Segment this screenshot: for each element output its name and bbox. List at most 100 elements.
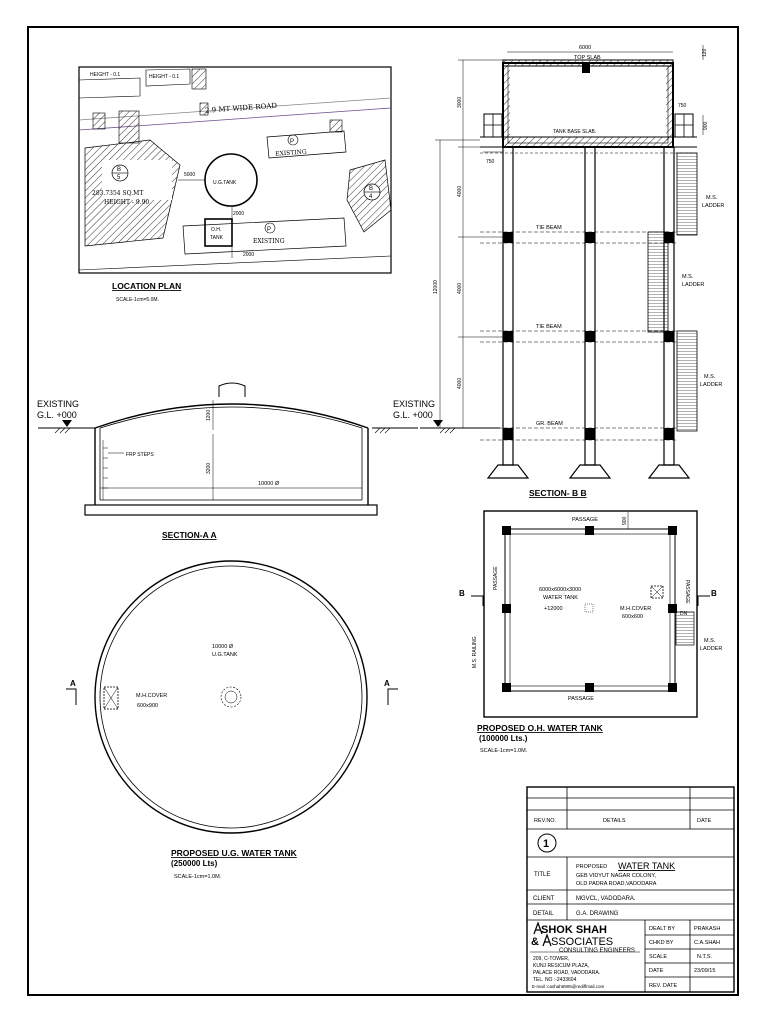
tb-firm-2: SSOCIATES xyxy=(551,936,613,948)
sbb-dim-12000: 12000 xyxy=(433,280,439,294)
ugp-tank: U.G.TANK xyxy=(212,652,238,658)
saa-dim-1200: 1200 xyxy=(206,410,212,421)
tb-addr-2: KUNJ RESICUM PLAZA, xyxy=(533,963,589,969)
tb-date-value: 23/09/15 xyxy=(694,968,715,974)
ohp-passage-left: PASSAGE xyxy=(493,566,499,590)
tb-dealt-by-label: DEALT BY xyxy=(649,926,675,932)
lp-dim-5000: 5000 xyxy=(184,172,195,178)
sbb-dim-4000c: 4000 xyxy=(457,378,463,389)
lp-bubble-left-bottom: 5 xyxy=(117,175,121,181)
oh-plan-title: PROPOSED O.H. WATER TANK xyxy=(477,723,604,733)
ohp-ms-railing: M.S. RAILING xyxy=(472,636,478,668)
tb-addr-1: 209, C-TOWER, xyxy=(533,956,569,962)
sheet-border xyxy=(27,26,739,996)
sbb-gl: G.L. +000 xyxy=(393,410,433,420)
ohp-b-left: B xyxy=(459,589,465,598)
ugp-mh-size: 600x900 xyxy=(137,703,158,709)
tb-detail-label: DETAIL xyxy=(533,911,554,917)
tb-detail: G.A. DRAWING xyxy=(576,911,619,917)
sbb-dim-750b: 750 xyxy=(486,159,495,165)
ug-tank-dome xyxy=(94,403,369,429)
oh-plan-scale: SCALE-1cm=1.0M. xyxy=(480,748,528,754)
tb-client-label: CLIENT xyxy=(533,896,555,902)
tb-rev-date-label: REV. DATE xyxy=(649,983,677,989)
tb-date: DATE xyxy=(697,818,712,824)
lp-height-c: HEIGHT - 9.90 xyxy=(104,199,149,206)
sbb-top-slab: TOP SLAB xyxy=(574,55,601,61)
lp-p-top: P xyxy=(290,139,294,145)
location-plan xyxy=(78,66,392,274)
tb-addr-5: E-mail :cashah6905@rediffmail.com xyxy=(532,984,605,989)
sbb-dim-4000a: 4000 xyxy=(457,186,463,197)
lp-dim-2000a: 2000 xyxy=(233,211,244,217)
sbb-tank-base-slab: TANK BASE SLAB. xyxy=(553,129,596,135)
ugp-mh-cover: M.H.COVER xyxy=(136,693,167,699)
oh-tank-plan xyxy=(471,510,710,718)
ohp-dim-900: 900 xyxy=(622,516,628,525)
ug-tank-plan xyxy=(66,560,398,834)
tb-firm-1: SHOK SHAH xyxy=(541,924,607,936)
sbb-ladder-2b: LADDER xyxy=(682,282,704,288)
ohp-water-tank: WATER TANK xyxy=(543,595,578,601)
firm-logo xyxy=(533,921,552,947)
location-oh-tank xyxy=(204,218,233,247)
tb-title-line3: OLD PADRA ROAD,VADODARA xyxy=(576,881,657,887)
ohp-passage-bottom: PASSAGE xyxy=(568,696,594,702)
tb-title-label: TITLE xyxy=(534,872,550,878)
tb-dealt-by: PRAKASH xyxy=(694,926,720,932)
sbb-dim-750a: 750 xyxy=(678,103,687,109)
tb-client: MGVCL, VADODARA. xyxy=(576,896,636,902)
ohp-b-right: B xyxy=(711,589,717,598)
lp-bubble-right-bottom: 4 xyxy=(369,194,373,200)
sbb-dim-900: 900 xyxy=(703,121,709,130)
section-aa-title: SECTION-A A xyxy=(162,530,217,540)
sbb-dim-4000b: 4000 xyxy=(457,283,463,294)
saa-diameter: 10000 Ø xyxy=(258,481,280,487)
lp-ug-tank: U.G.TANK xyxy=(213,180,237,186)
sbb-dim-120: 120 xyxy=(702,48,708,57)
ohp-passage-top: PASSAGE xyxy=(572,517,598,523)
ohp-dn: DN xyxy=(680,611,688,617)
saa-frp-steps: FRP STEPS xyxy=(126,452,154,458)
section-bb-title: SECTION- B B xyxy=(529,488,587,498)
sbb-ladder-3a: M.S. xyxy=(704,374,716,380)
saa-existing: EXISTING xyxy=(37,399,79,409)
tb-chkd-by: C.A.SHAH xyxy=(694,940,720,946)
saa-gl: G.L. +000 xyxy=(37,410,77,420)
sbb-ladder-3b: LADDER xyxy=(700,382,722,388)
ohp-mh-cover: M.H.COVER xyxy=(620,606,651,612)
tb-scale-label: SCALE xyxy=(649,954,667,960)
lp-area: 283.7354 SQ.MT xyxy=(92,190,143,197)
sbb-existing: EXISTING xyxy=(393,399,435,409)
lp-existing-bottom: EXISTING xyxy=(253,238,285,245)
ugp-a-left: A xyxy=(70,679,76,688)
title-block-grid xyxy=(526,786,735,993)
ug-plan-capacity: (250000 Lts) xyxy=(171,859,218,868)
lp-oh-1: O.H. xyxy=(211,227,221,233)
lp-height-a: HEIGHT - 0.1 xyxy=(90,72,120,78)
sbb-tie-beam-1: TIE BEAM xyxy=(536,225,562,231)
tb-proposed: PROPOSED xyxy=(576,864,607,870)
sbb-tie-beam-2: TIE BEAM xyxy=(536,324,562,330)
lp-bubble-left-top: B xyxy=(117,167,121,173)
ohp-mh-size: 600x600 xyxy=(622,614,643,620)
sbb-ladder-2a: M.S. xyxy=(682,274,694,280)
oh-plan-capacity: (100000 Lts.) xyxy=(479,734,528,743)
lp-p-bottom: P xyxy=(267,227,271,233)
ohp-tank-size: 6000x6000x3000 xyxy=(539,587,581,593)
ug-plan-title: PROPOSED U.G. WATER TANK xyxy=(171,848,298,858)
tb-firm-sub: CONSULTING ENGINEERS xyxy=(559,948,635,954)
sbb-ladder-1a: M.S. xyxy=(706,195,718,201)
ohp-ladder: LADDER xyxy=(700,646,722,652)
ohp-ms: M.S. xyxy=(704,638,716,644)
ugp-a-right: A xyxy=(384,679,390,688)
sbb-dim-3000: 3000 xyxy=(457,97,463,108)
ug-plan-scale: SCALE-1cm=1.0M. xyxy=(174,874,222,880)
lp-bubble-right-top: B xyxy=(369,186,373,192)
lp-height-b: HEIGHT - 0.1 xyxy=(149,74,179,80)
ugp-diameter: 10000 Ø xyxy=(212,644,234,650)
tb-rev-no: REV.NO. xyxy=(534,818,557,824)
lp-oh-2: TANK xyxy=(210,235,224,241)
tb-addr-3: PALACE ROAD, VADODARA. xyxy=(533,970,600,976)
